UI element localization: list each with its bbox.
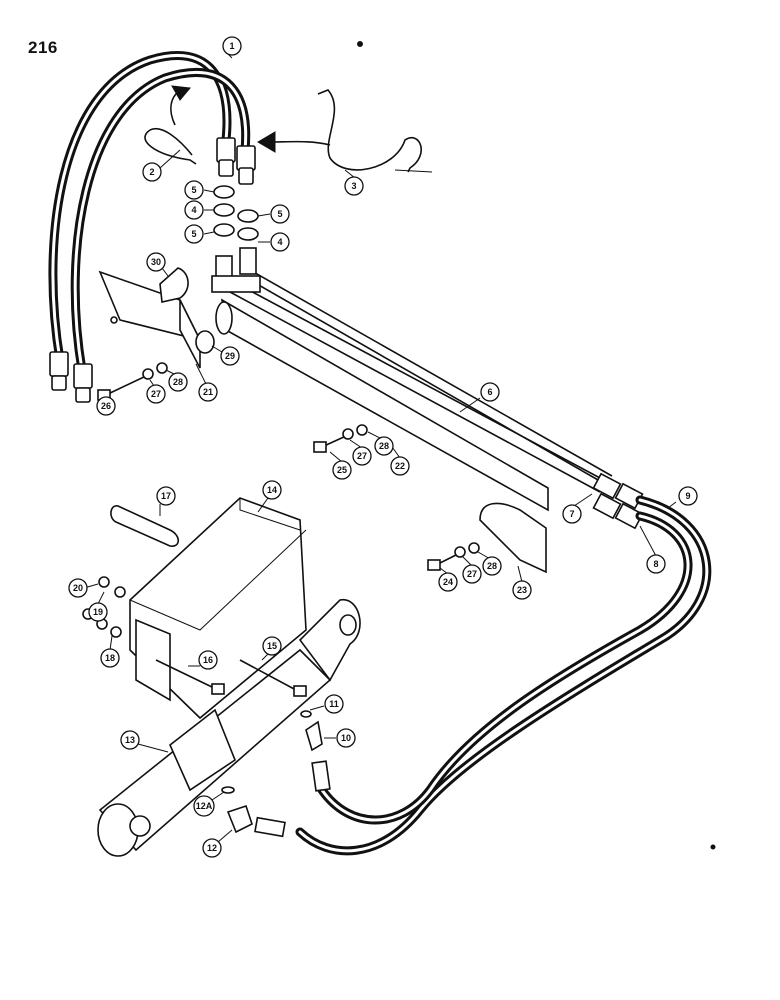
callout-label: 29: [211, 345, 240, 366]
svg-text:27: 27: [151, 389, 161, 399]
svg-text:27: 27: [357, 451, 367, 461]
svg-text:30: 30: [151, 257, 161, 267]
svg-text:10: 10: [341, 733, 351, 743]
svg-text:14: 14: [267, 485, 277, 495]
svg-text:23: 23: [517, 585, 527, 595]
lower-hose-pair: [295, 495, 712, 856]
callout-label: 4: [258, 232, 290, 252]
callout-label: 5: [184, 224, 215, 244]
callout-label: 20: [68, 578, 99, 598]
callout-label: 25: [329, 451, 352, 480]
right-bracket: [479, 502, 547, 574]
svg-text:13: 13: [125, 735, 135, 745]
svg-text:5: 5: [191, 185, 196, 195]
callout-label: 27: [349, 439, 372, 466]
ink-dot: [357, 41, 363, 47]
callout-label: 12A: [193, 791, 225, 817]
callout-label: 23: [512, 565, 532, 600]
svg-text:26: 26: [101, 401, 111, 411]
callout-label: 8: [639, 525, 666, 574]
callout-label: 10: [324, 728, 356, 748]
svg-text:17: 17: [161, 491, 171, 501]
callout-label: 30: [146, 252, 169, 277]
svg-text:28: 28: [487, 561, 497, 571]
direction-arrows: [170, 85, 331, 153]
svg-text:8: 8: [653, 559, 658, 569]
callout-label: 9: [667, 486, 698, 509]
page-number: 216: [28, 38, 58, 57]
svg-text:9: 9: [685, 491, 690, 501]
callout-label: 14: [257, 480, 282, 513]
callout-label: 27: [146, 379, 166, 404]
callout-label: 7: [562, 493, 593, 524]
svg-text:3: 3: [351, 181, 356, 191]
svg-text:22: 22: [395, 461, 405, 471]
callout-labels: 1 2 3 4 4 5 5 5 6 7 8 9 10 11 12 12A 13 …: [68, 36, 698, 858]
tie-strap: [144, 127, 197, 165]
callout-label: 6: [459, 382, 500, 413]
svg-text:15: 15: [267, 641, 277, 651]
callout-label: 3: [344, 169, 364, 196]
svg-text:16: 16: [203, 655, 213, 665]
svg-text:28: 28: [173, 377, 183, 387]
svg-text:6: 6: [487, 387, 492, 397]
svg-text:24: 24: [443, 577, 453, 587]
callout-label: 11: [309, 694, 344, 714]
callout-label: 24: [438, 567, 458, 592]
callout-label: 28: [165, 369, 188, 392]
svg-text:2: 2: [149, 167, 154, 177]
svg-text:20: 20: [73, 583, 83, 593]
svg-text:12A: 12A: [196, 801, 213, 811]
callout-label: 17: [156, 486, 176, 516]
svg-text:1: 1: [229, 41, 234, 51]
svg-text:25: 25: [337, 465, 347, 475]
left-bracket: [98, 267, 215, 369]
callout-label: 28: [477, 551, 502, 576]
callout-label: 1: [222, 36, 242, 59]
svg-text:18: 18: [105, 653, 115, 663]
svg-text:5: 5: [277, 209, 282, 219]
crossbar-assembly: [211, 247, 644, 530]
svg-text:19: 19: [93, 607, 103, 617]
callout-label: 28: [367, 431, 394, 456]
callout-label: 27: [461, 555, 482, 584]
svg-text:28: 28: [379, 441, 389, 451]
cylinder-mount-assembly: [82, 497, 361, 857]
svg-text:12: 12: [207, 843, 217, 853]
callout-label: 22: [389, 443, 410, 476]
callout-label: 19: [88, 591, 108, 622]
svg-text:4: 4: [191, 205, 196, 215]
o-rings-and-seals: [213, 185, 259, 241]
svg-text:7: 7: [569, 509, 574, 519]
hose-clamp: [317, 89, 433, 173]
callout-label: 2: [142, 149, 181, 182]
callout-label: 18: [100, 635, 120, 668]
callout-label: 12: [202, 829, 233, 858]
svg-text:27: 27: [467, 569, 477, 579]
callout-label: 16: [188, 650, 218, 670]
svg-text:29: 29: [225, 351, 235, 361]
ink-dot: [710, 844, 716, 850]
upper-hose-pair: [48, 51, 256, 403]
callout-label: 13: [120, 730, 169, 753]
callout-label: 21: [195, 363, 218, 402]
fasteners: [97, 362, 480, 571]
callout-label: 4: [184, 200, 214, 220]
callout-label: 15: [261, 636, 282, 661]
svg-text:11: 11: [329, 699, 339, 709]
svg-text:21: 21: [203, 387, 213, 397]
svg-text:5: 5: [191, 229, 196, 239]
callout-label: 5: [257, 204, 290, 224]
svg-text:4: 4: [277, 237, 282, 247]
callout-label: 5: [184, 180, 215, 200]
callout-label: 26: [96, 396, 116, 416]
